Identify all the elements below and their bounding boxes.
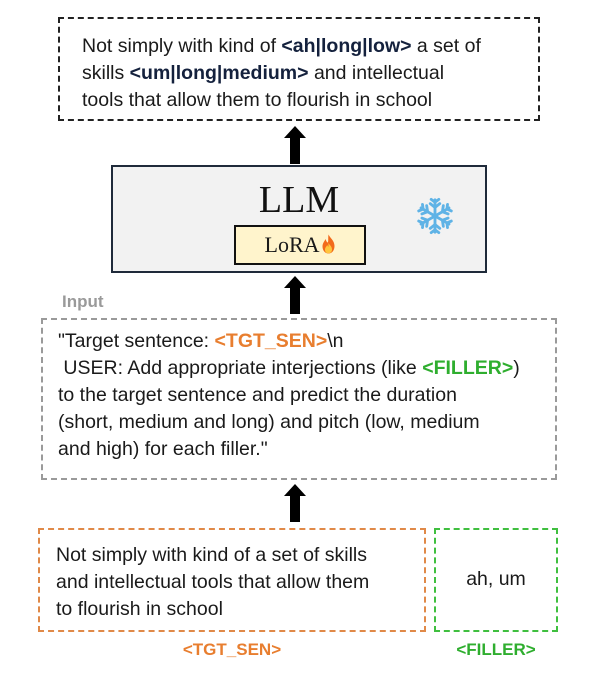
llm-block: LLM LoRA xyxy=(111,165,487,273)
output-line-2: skills <um|long|medium> and intellectual xyxy=(82,62,445,84)
target-line-1: Not simply with kind of a set of skills xyxy=(56,544,368,566)
filler-label: <FILLER> xyxy=(456,640,536,659)
target-line-3: to flourish in school xyxy=(56,598,223,620)
filler-value: ah, um xyxy=(466,568,526,590)
prompt-line-2: USER: Add appropriate interjections (lik… xyxy=(58,357,520,379)
filler-placeholder: <FILLER> xyxy=(422,357,514,379)
output-line-3: tools that allow them to flourish in sch… xyxy=(82,89,433,111)
output-text-box: Not simply with kind of <ah|long|low> a … xyxy=(58,17,540,121)
arrow-up-icon xyxy=(284,484,306,522)
llm-title: LLM xyxy=(258,179,340,221)
tgt-sen-placeholder: <TGT_SEN> xyxy=(214,330,328,352)
filler-tag-ah: <ah|long|low> xyxy=(281,35,412,57)
lora-adapter: LoRA xyxy=(234,225,366,265)
snowflake-icon xyxy=(416,197,454,240)
filler-box: ah, um xyxy=(434,528,558,632)
prompt-line-3: to the target sentence and predict the d… xyxy=(58,384,457,406)
prompt-line-5: and high) for each filler." xyxy=(58,438,268,460)
target-sentence-label: <TGT_SEN> xyxy=(182,640,282,659)
prompt-line-1: "Target sentence: <TGT_SEN>\n xyxy=(58,330,344,352)
arrow-up-icon xyxy=(284,126,306,164)
filler-tag-um: <um|long|medium> xyxy=(129,62,309,84)
target-line-2: and intellectual tools that allow them xyxy=(56,571,370,593)
input-label: Input xyxy=(62,292,104,311)
target-sentence-box: Not simply with kind of a set of skills … xyxy=(38,528,426,632)
prompt-line-4: (short, medium and long) and pitch (low,… xyxy=(58,411,480,433)
lora-label: LoRA xyxy=(264,232,320,257)
fire-icon xyxy=(321,229,336,265)
prompt-template-box: "Target sentence: <TGT_SEN>\n USER: Add … xyxy=(41,318,557,480)
output-line-1: Not simply with kind of <ah|long|low> a … xyxy=(82,35,481,57)
arrow-up-icon xyxy=(284,276,306,314)
